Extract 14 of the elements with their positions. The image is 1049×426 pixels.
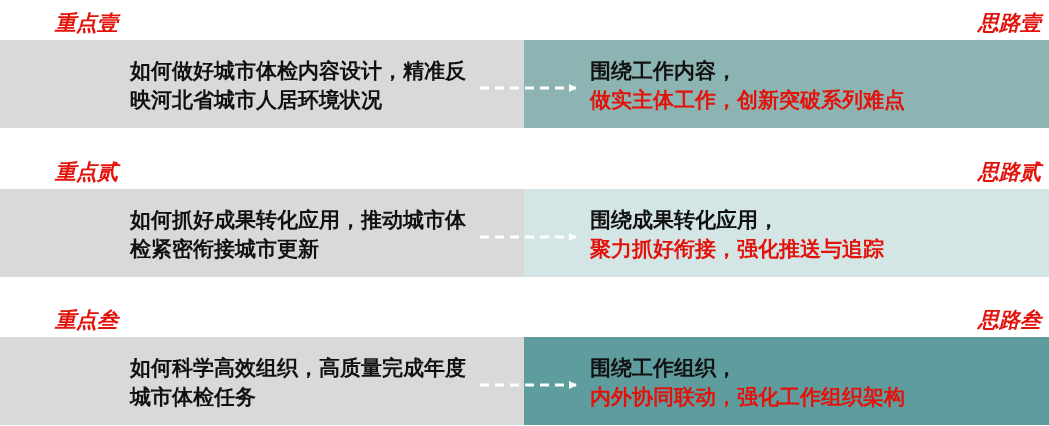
arrow [480, 233, 577, 241]
question-text: 如何抓好成果转化应用，推动城市体检紧密衔接城市更新 [130, 207, 467, 263]
section-heading: 重点叁 [55, 307, 118, 334]
arrow [480, 84, 577, 92]
approach-text: 围绕成果转化应用， [590, 207, 779, 234]
question-text: 如何科学高效组织，高质量完成年度城市体检任务 [130, 355, 467, 411]
highlight-text: 做实主体工作，创新突破系列难点 [590, 87, 905, 114]
question-text: 如何做好城市体检内容设计，精准反映河北省城市人居环境状况 [130, 58, 467, 114]
arrow [480, 381, 577, 389]
approach-text: 围绕工作组织， [590, 355, 737, 382]
section-heading: 思路叁 [978, 307, 1041, 334]
highlight-text: 聚力抓好衔接，强化推送与追踪 [590, 236, 884, 263]
approach-text: 围绕工作内容， [590, 58, 737, 85]
highlight-text: 内外协同联动，强化工作组织架构 [590, 384, 905, 411]
